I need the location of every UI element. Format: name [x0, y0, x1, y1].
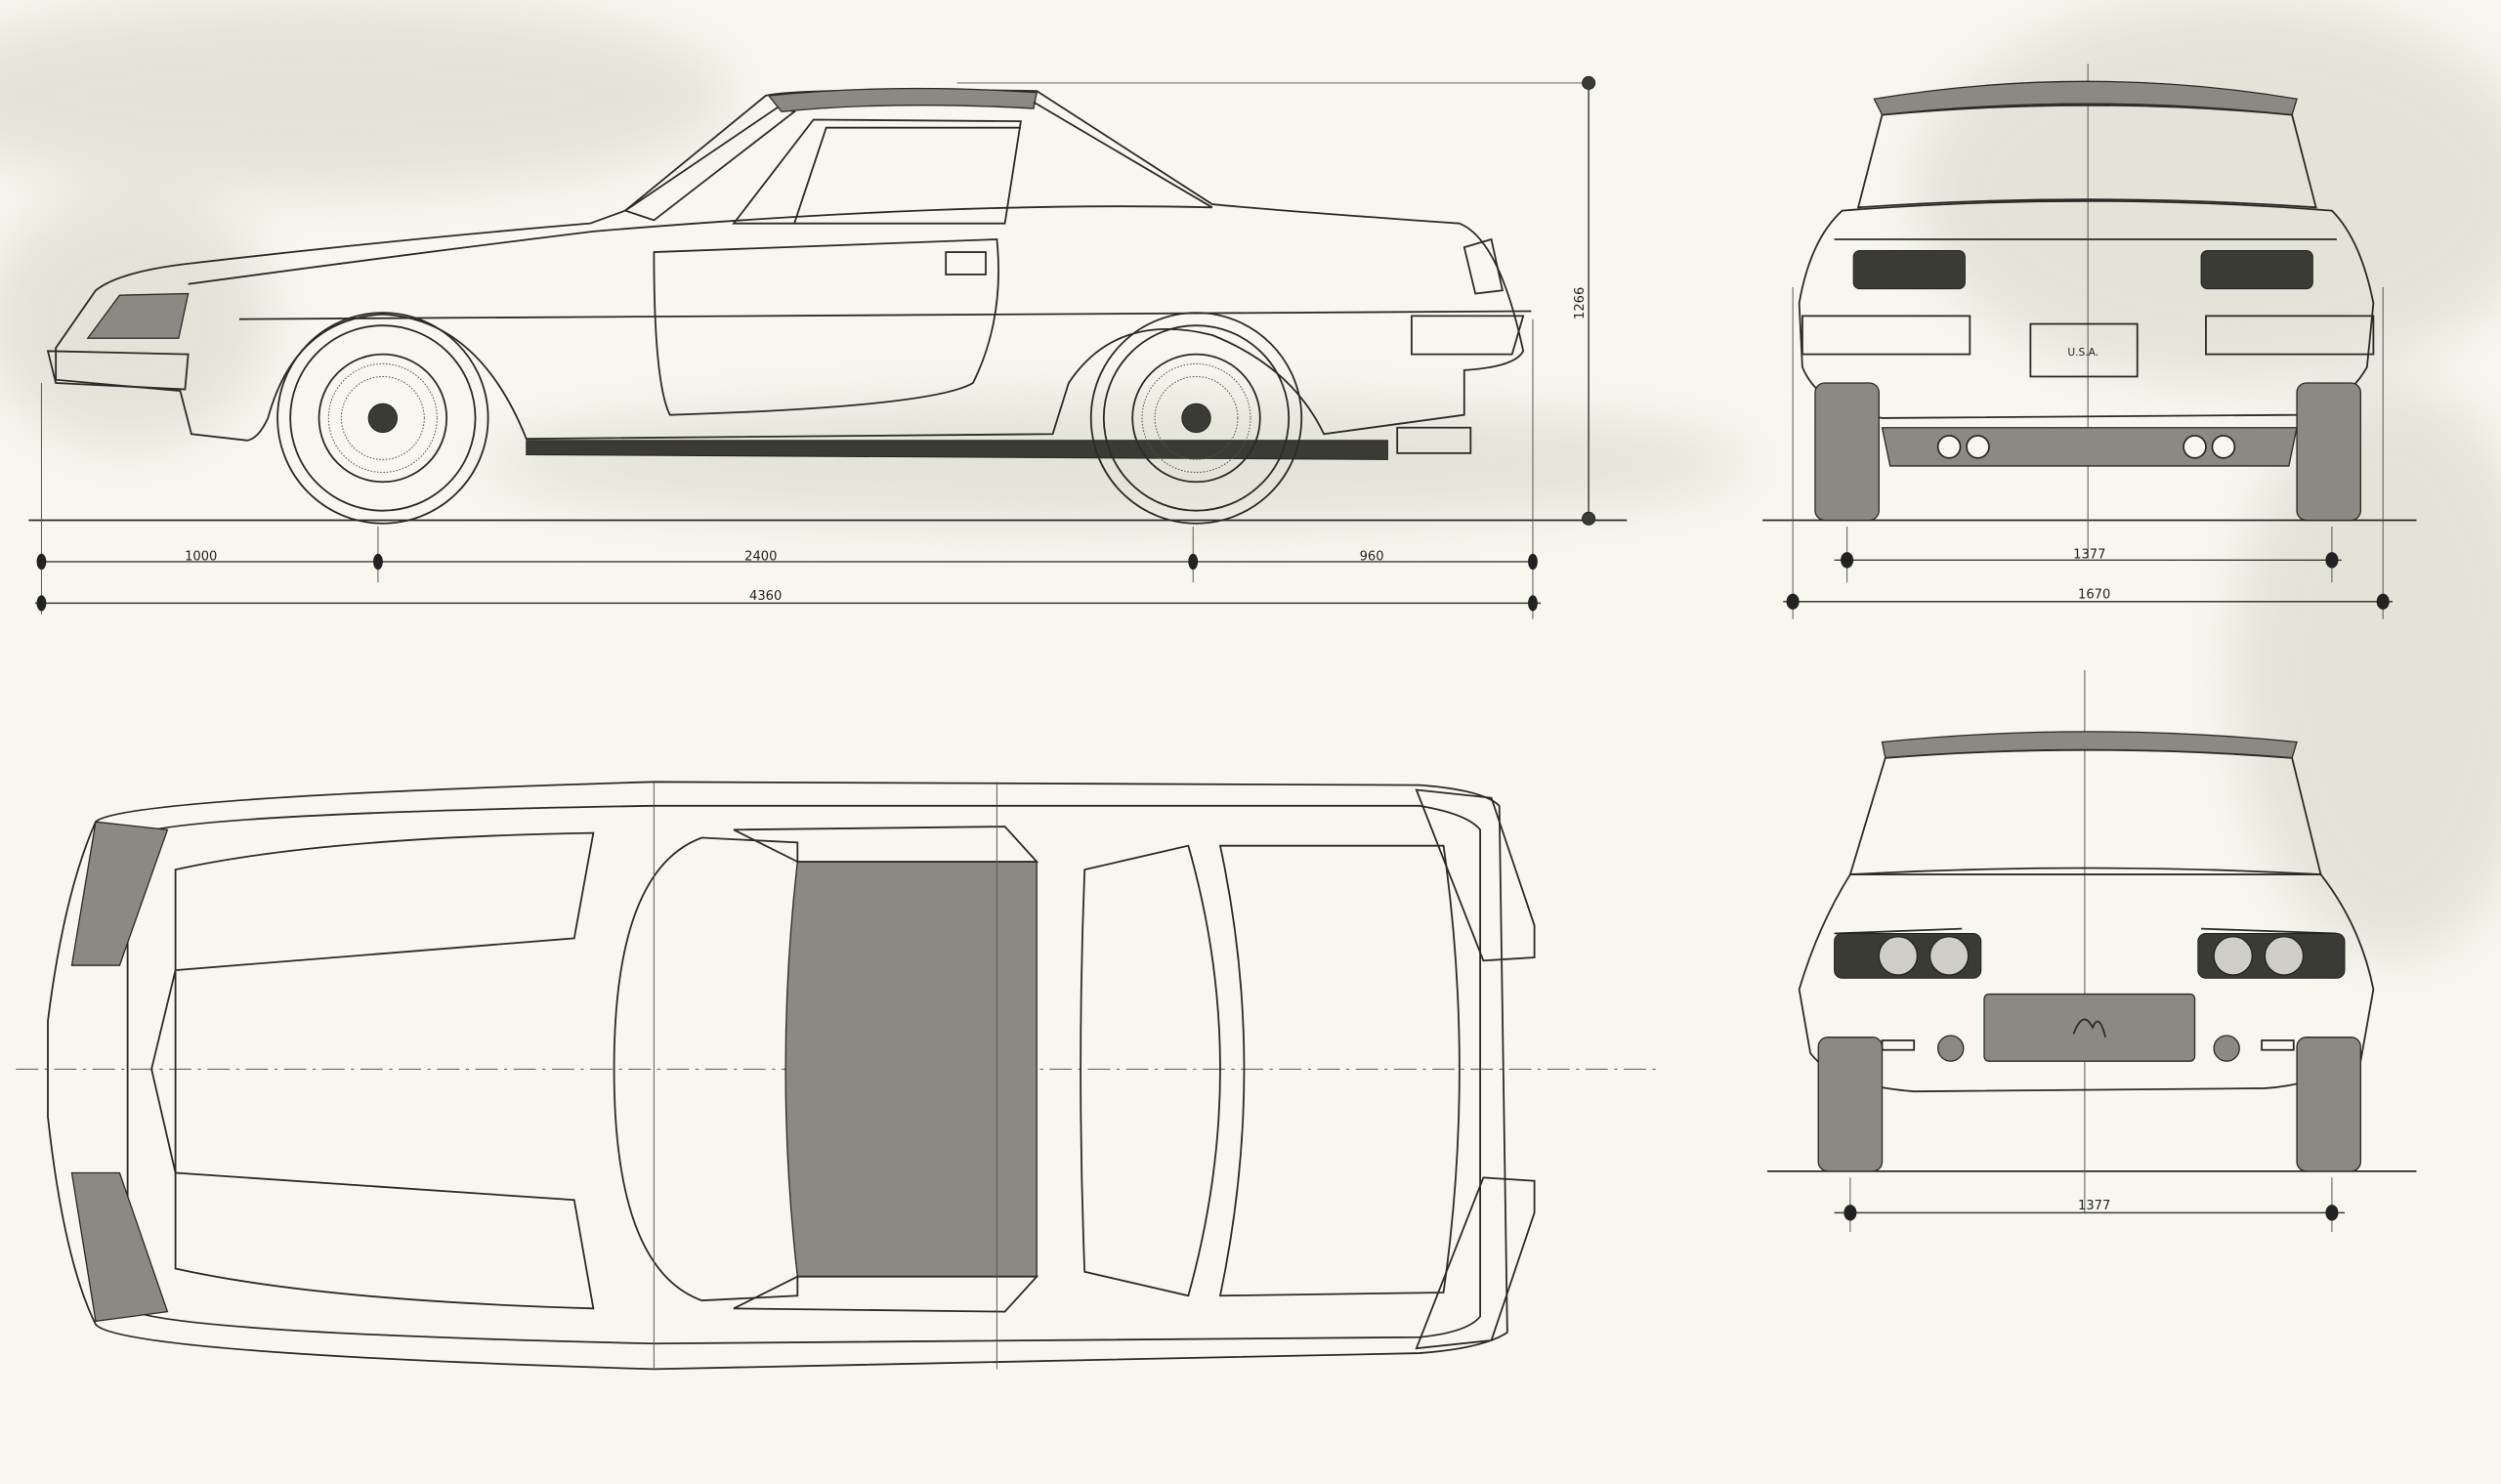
- front-tire-left: [1817, 1037, 1884, 1172]
- side-windshield: [622, 106, 796, 222]
- tail-light-left: [1852, 249, 1966, 290]
- hood: [150, 831, 595, 1310]
- rear-bumper: [1411, 315, 1525, 356]
- underbody: [526, 440, 1388, 460]
- headlight-right: [70, 1171, 169, 1323]
- front-bumper: [46, 350, 190, 391]
- bumper-left: [1802, 315, 1971, 356]
- overall-width-label: 1670: [2078, 587, 2110, 602]
- trunk-lid: [1218, 844, 1461, 1297]
- headlight: [86, 292, 190, 339]
- headlight-left: [70, 821, 169, 966]
- knockoff-spinner: [1181, 403, 1211, 434]
- bumper-right: [2205, 315, 2375, 356]
- rear-bumper-right: [1415, 1176, 1536, 1350]
- rear-body: [1798, 199, 2375, 419]
- windshield-top: [613, 836, 799, 1302]
- license-plate-text: U.S.A.: [2067, 346, 2098, 359]
- rear-bumper-left: [1415, 788, 1536, 962]
- roof-top: [784, 861, 1038, 1278]
- rear-tire-left: [1814, 382, 1880, 522]
- rear-track-label: 1377: [2073, 548, 2105, 563]
- front-track-label: 1377: [2078, 1199, 2110, 1213]
- rear-window-top: [1080, 844, 1221, 1297]
- front-body: [1798, 873, 2375, 1093]
- front-view: 1377: [1766, 670, 2417, 1232]
- knockoff-spinner: [367, 403, 399, 434]
- overall-length-label: 4360: [749, 589, 782, 604]
- paper-smudges: [0, 0, 2501, 957]
- rear-window: [1856, 104, 2317, 209]
- rear-tire-right: [2296, 382, 2361, 522]
- front-wheel: [276, 312, 489, 525]
- indicator-right: [2261, 1039, 2295, 1051]
- prancing-horse-emblem: [2072, 1018, 2106, 1038]
- wheelbase-label: 2400: [744, 549, 777, 564]
- fog-light-left: [1937, 1035, 1965, 1062]
- front-overhang-label: 1000: [185, 549, 217, 564]
- front-tire-right: [2296, 1037, 2361, 1172]
- side-door: [653, 238, 999, 416]
- rear-view: U.S.A. 1377 1670: [1762, 64, 2417, 619]
- side-window: [732, 118, 1022, 225]
- tail-light-right: [2200, 249, 2313, 290]
- height-label: 1266: [1573, 287, 1588, 319]
- roof-panel: [767, 87, 1039, 113]
- top-view: [16, 781, 1659, 1371]
- rear-overhang-label: 960: [1360, 549, 1384, 564]
- tail-light: [1462, 237, 1505, 295]
- indicator-left: [1881, 1039, 1916, 1051]
- door-handle: [945, 251, 987, 276]
- fog-light-right: [2213, 1035, 2240, 1062]
- top-body-outline: [47, 781, 1508, 1371]
- license-plate: [2029, 322, 2139, 378]
- grille: [1983, 993, 2196, 1062]
- rear-wheel: [1089, 312, 1303, 525]
- exhaust: [1396, 426, 1472, 454]
- side-view: 1266 1000 2400 960 4360: [28, 75, 1628, 619]
